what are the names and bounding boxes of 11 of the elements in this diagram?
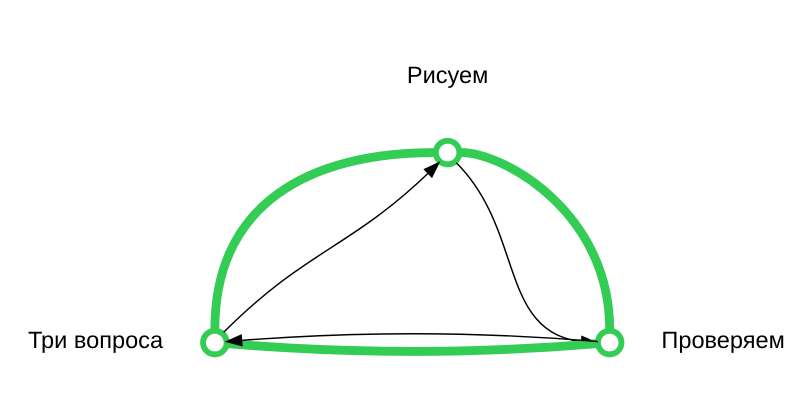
arrow [223, 161, 440, 333]
connector [460, 148, 614, 330]
node-label: Рисуем [406, 62, 488, 88]
arrow [224, 333, 598, 346]
node-circle [432, 138, 462, 168]
connector [226, 339, 598, 356]
node-circle [200, 328, 230, 358]
connector [210, 148, 435, 330]
node-label: Три вопроса [28, 327, 164, 354]
node-label: Проверяем [661, 327, 785, 354]
node-circle [594, 328, 624, 358]
